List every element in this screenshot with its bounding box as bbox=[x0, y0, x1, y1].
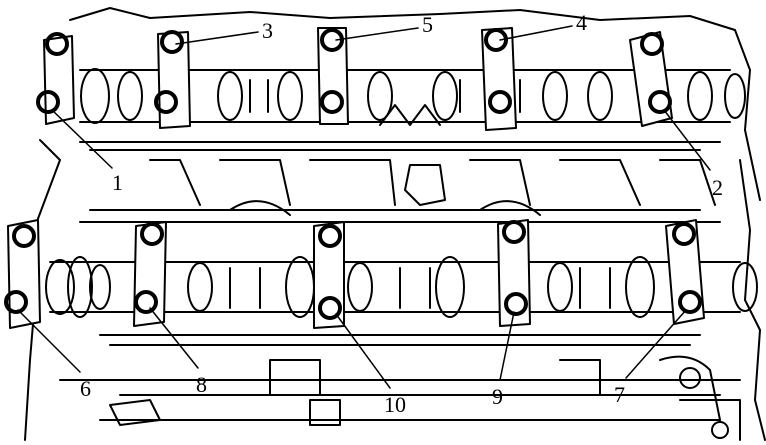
bearing-cap-8 bbox=[133, 221, 167, 327]
bearing-cap-7 bbox=[665, 219, 705, 325]
callout-10: 10 bbox=[384, 392, 406, 417]
leader-4 bbox=[499, 25, 573, 41]
cylinder-head-ribs bbox=[149, 159, 716, 216]
callout-6: 6 bbox=[80, 376, 91, 401]
callout-1: 1 bbox=[112, 170, 123, 195]
leader-8 bbox=[149, 307, 199, 369]
callout-2: 2 bbox=[712, 175, 723, 200]
leader-3 bbox=[175, 31, 259, 45]
leader-6 bbox=[17, 309, 81, 373]
bearing-cap-4 bbox=[481, 27, 517, 131]
leader-7 bbox=[625, 309, 687, 379]
bearing-cap-3 bbox=[154, 30, 191, 129]
callout-labels: 1 2 3 4 5 6 7 8 9 10 bbox=[80, 10, 723, 417]
leader-9 bbox=[499, 311, 515, 381]
callout-8: 8 bbox=[196, 372, 207, 397]
bearing-cap-9 bbox=[497, 219, 531, 327]
bearing-cap-10 bbox=[313, 221, 345, 329]
bearing-cap-2 bbox=[629, 31, 673, 127]
callout-7: 7 bbox=[614, 382, 625, 407]
bearing-cap-1 bbox=[36, 32, 75, 125]
cylinder-head-outline bbox=[24, 7, 766, 441]
leader-5 bbox=[335, 27, 419, 41]
callout-5: 5 bbox=[422, 12, 433, 37]
callout-4: 4 bbox=[576, 10, 587, 35]
callout-3: 3 bbox=[262, 18, 273, 43]
bearing-cap-5 bbox=[317, 27, 349, 125]
leader-1 bbox=[51, 109, 113, 169]
leader-10 bbox=[335, 313, 391, 389]
lower-housing-details bbox=[109, 355, 741, 441]
leader-lines bbox=[17, 25, 711, 389]
bearing-cap-6 bbox=[4, 219, 41, 329]
callout-9: 9 bbox=[492, 384, 503, 409]
leader-2 bbox=[663, 109, 711, 171]
